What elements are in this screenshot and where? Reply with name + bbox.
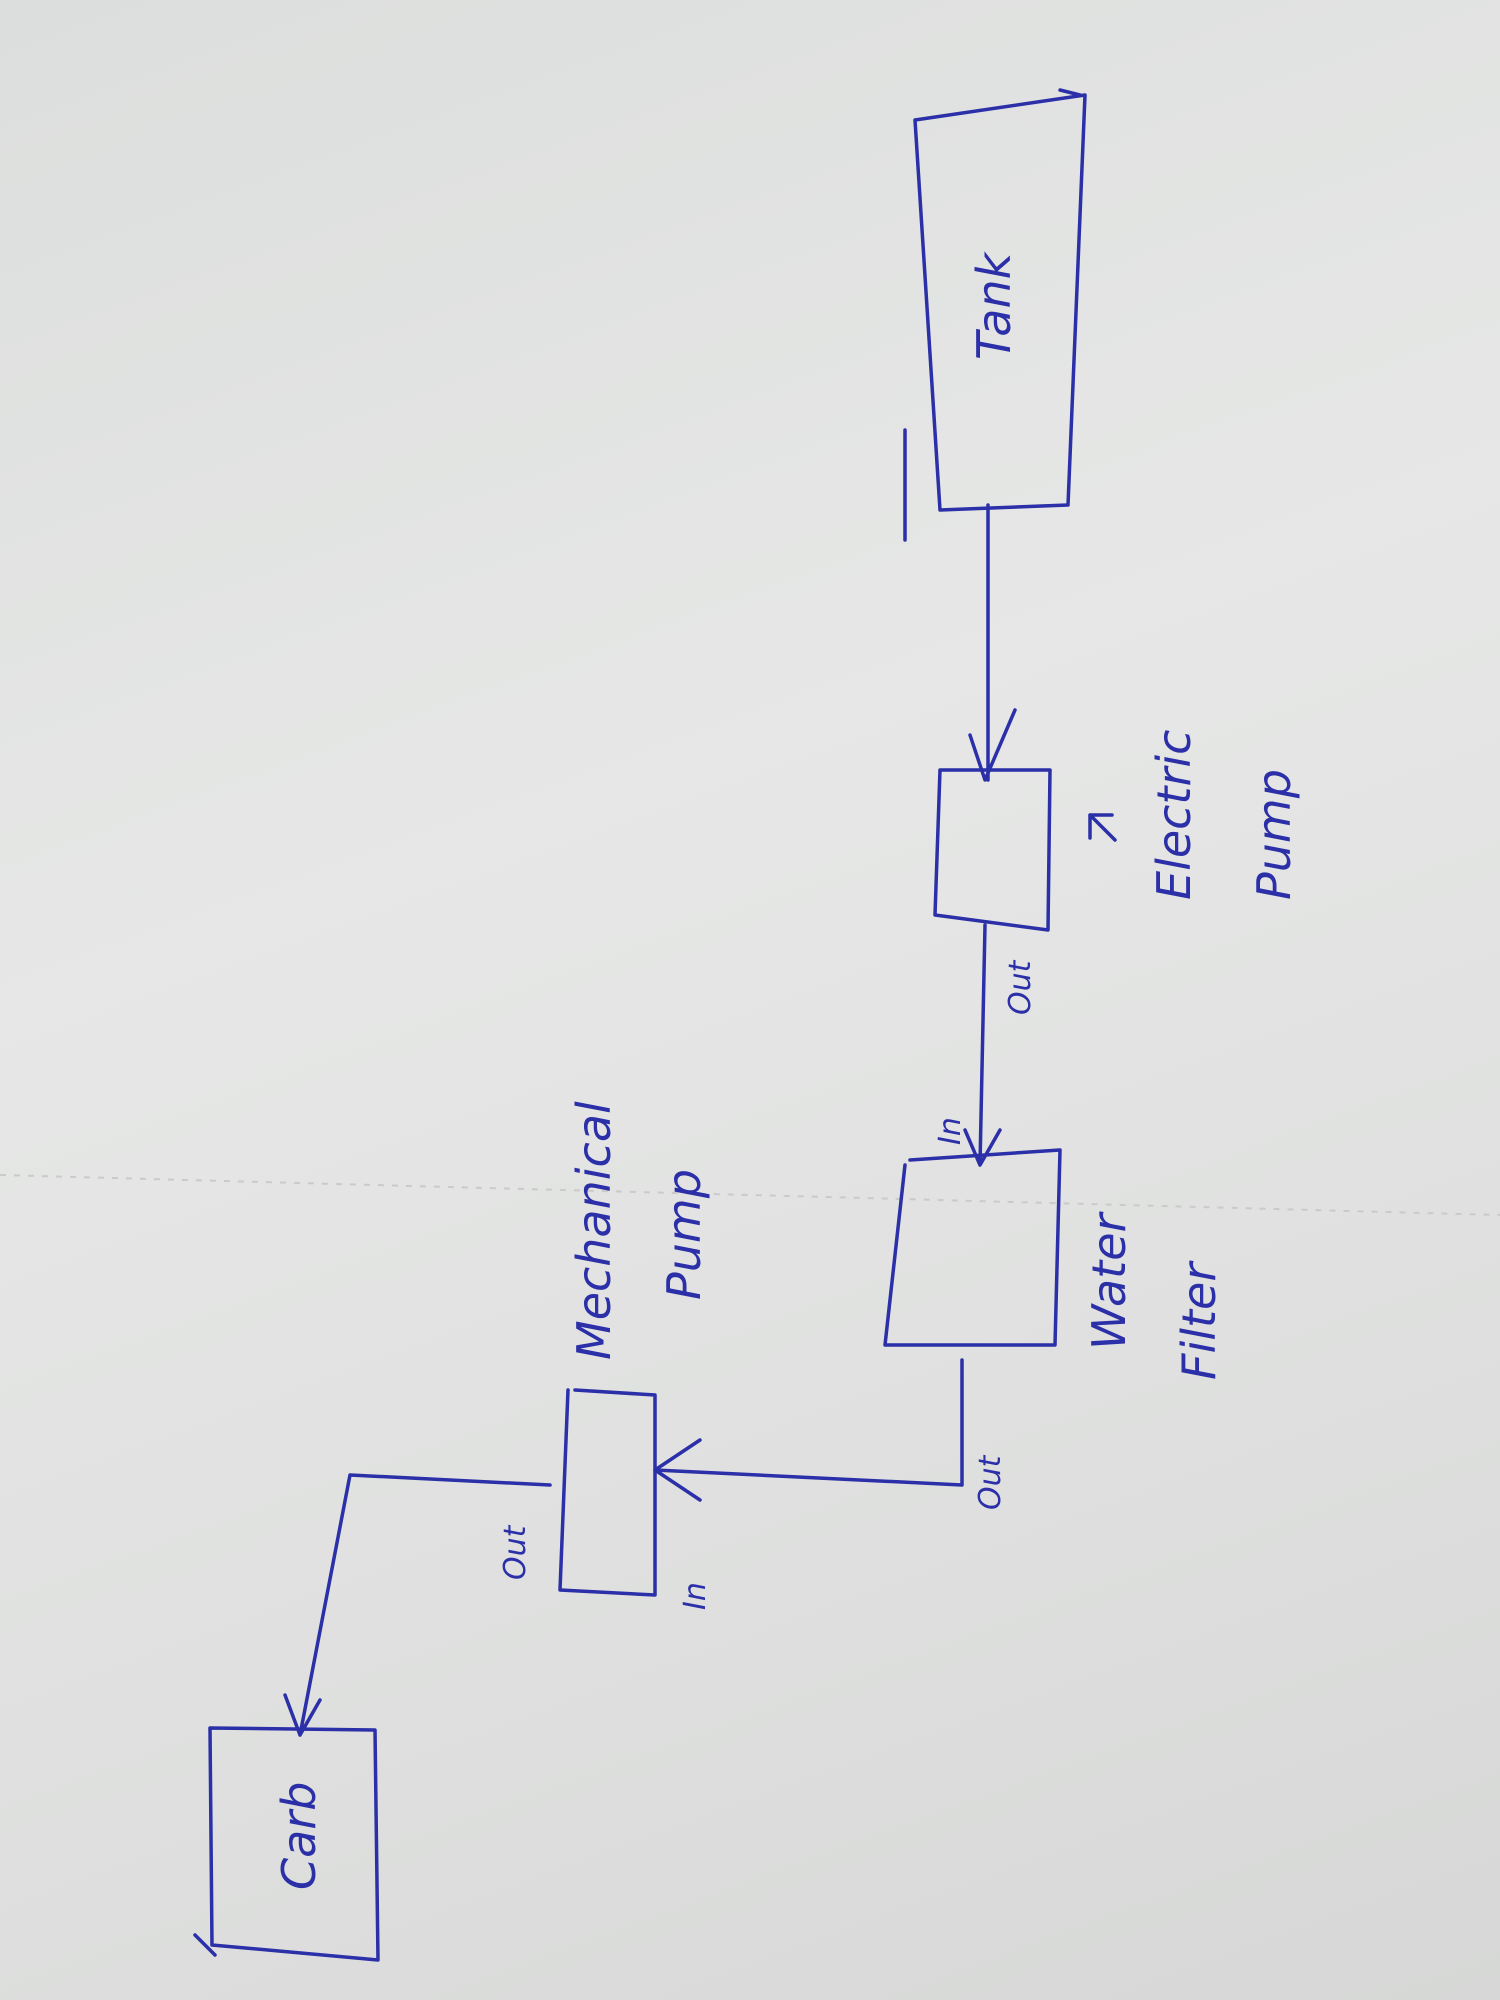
electric-pump-label-line1: Electric <box>1147 730 1201 900</box>
electric-pump-label-line2: Pump <box>1247 769 1301 900</box>
carb-label: Carb <box>272 1782 326 1890</box>
water-filter-label-line1: Water <box>1082 1211 1136 1350</box>
filter-to-mechanical-pump-arrow <box>653 1358 964 1502</box>
tank-to-electric-pump-arrow <box>968 503 1017 782</box>
mechanical-pump-label-line1: Mechanical <box>567 1101 621 1360</box>
electric-pump-box: Electric Pump <box>933 730 1301 932</box>
water-filter-label-line2: Filter <box>1172 1260 1226 1380</box>
water-filter-in-label: In <box>933 1117 968 1145</box>
mechanical-pump-to-carb-arrow <box>283 1473 552 1737</box>
pointer-arrow-icon <box>1088 813 1117 842</box>
water-filter-out-label: Out <box>973 1454 1008 1510</box>
carb-box: Carb <box>193 1726 380 1962</box>
paper-fold-line <box>0 1174 1500 1216</box>
electric-pump-out-label: Out <box>1003 959 1038 1015</box>
mechanical-pump-box: Mechanical Pump <box>558 1101 711 1597</box>
mechanical-pump-out-label: Out <box>498 1524 533 1580</box>
tank-label: Tank <box>967 250 1021 360</box>
electric-pump-to-filter-arrow <box>963 923 1002 1167</box>
tank-box: Tank <box>903 88 1087 542</box>
mechanical-pump-in-label: In <box>678 1582 713 1610</box>
water-filter-box: Water Filter <box>883 1148 1226 1380</box>
mechanical-pump-label-line2: Pump <box>657 1169 711 1300</box>
